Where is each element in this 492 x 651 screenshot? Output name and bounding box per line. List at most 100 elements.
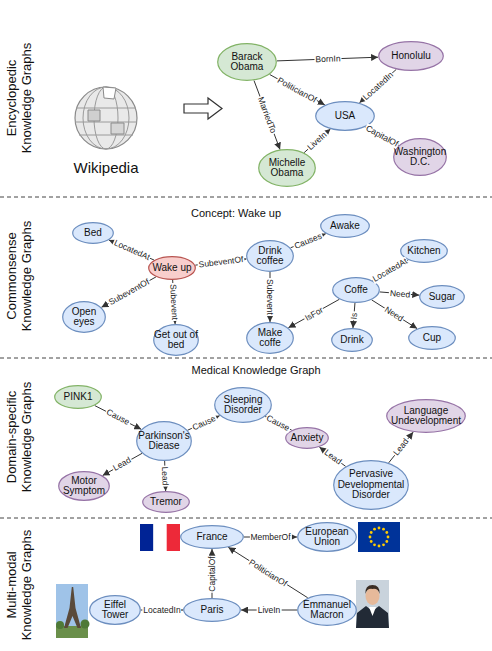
concept-node: Language Undevelopment xyxy=(386,399,466,433)
concept-node: Parkinson's Diease xyxy=(136,421,192,461)
relation-label: Need xyxy=(383,305,406,324)
concept-node: Make coffe xyxy=(246,322,294,354)
concept-node: Anxiety xyxy=(285,427,329,449)
wikipedia-globe xyxy=(75,87,137,149)
node-label: Sugar xyxy=(429,292,456,303)
relation-label: LocatedIn xyxy=(142,606,181,615)
node-label: Washington D.C. xyxy=(394,147,446,168)
node-ellipse xyxy=(379,42,444,71)
node-label: Tremor xyxy=(150,497,182,508)
node-body: Drink coffee xyxy=(247,246,293,267)
relation-arrow xyxy=(372,300,417,329)
relation-label: LocatedAt xyxy=(371,257,410,284)
relation-arrow xyxy=(103,453,142,475)
node-body: Coffe xyxy=(344,285,368,296)
relation-label: BornIn xyxy=(314,54,341,63)
node-ellipse xyxy=(149,257,196,280)
concept-node: Motor Symptom xyxy=(58,471,110,501)
section-label: Wikipedia xyxy=(56,159,156,176)
band-separators xyxy=(0,197,492,518)
relation-arrow xyxy=(254,80,280,149)
node-label: Emmanuel Macron xyxy=(298,600,356,621)
node-label: Sleeping Disorder xyxy=(215,395,271,416)
band-title: Encyclopedic Knowledge Graphs xyxy=(5,33,35,163)
node-label: Language Undevelopment xyxy=(387,406,465,427)
relation-label: Need xyxy=(388,288,411,298)
node-body: Cup xyxy=(423,333,441,344)
relation-label: MarriedTo xyxy=(256,95,278,135)
relation-label: Lead xyxy=(161,465,170,486)
eu-flag xyxy=(358,522,400,552)
photo-sky xyxy=(56,584,88,638)
photo-tree xyxy=(56,621,64,629)
node-ellipse xyxy=(298,523,357,552)
globe-meridian xyxy=(83,87,129,149)
relation-arrow xyxy=(101,277,155,307)
relation-label: MemberOf xyxy=(249,533,291,542)
relation-label: Is xyxy=(349,311,358,320)
concept-node: PINK1 xyxy=(54,385,102,409)
dashed-separator xyxy=(0,358,492,359)
photo-shirt xyxy=(369,607,376,616)
concept-node: Paris xyxy=(183,598,241,622)
node-body: Kitchen xyxy=(407,246,440,257)
node-body: Wake up xyxy=(152,263,191,274)
node-label: Make coffe xyxy=(247,328,293,349)
relation-label: LiveIn xyxy=(257,606,282,615)
node-label: Anxiety xyxy=(291,433,324,444)
concept-node: Tremor xyxy=(142,491,190,513)
relation-label: CapitalOf xyxy=(363,123,400,148)
concept-node: France xyxy=(180,525,244,549)
relation-arrow xyxy=(228,547,307,597)
node-ellipse xyxy=(286,428,329,449)
relation-arrow xyxy=(359,69,396,102)
node-ellipse xyxy=(184,599,241,622)
relation-label: Lead xyxy=(322,447,344,466)
node-label: European Union xyxy=(298,527,356,548)
band-title: Commonsense Knowledge Graphs xyxy=(5,211,35,341)
relation-arrow xyxy=(389,432,414,463)
node-body: Tremor xyxy=(150,497,182,508)
node-ellipse xyxy=(215,388,272,423)
node-body: Motor Symptom xyxy=(59,476,109,497)
dashed-separator xyxy=(0,197,492,198)
node-label: Eiffel Tower xyxy=(90,600,140,621)
node-ellipse xyxy=(55,386,102,409)
concept-node: Honolulu xyxy=(378,41,444,71)
globe-gap xyxy=(103,87,116,99)
node-ellipse xyxy=(298,595,357,626)
photo-suit xyxy=(356,606,389,628)
photo-background xyxy=(356,580,389,628)
node-ellipse xyxy=(137,422,192,461)
node-body: Open eyes xyxy=(63,307,105,328)
node-label: Awake xyxy=(330,221,360,232)
node-ellipse xyxy=(394,139,447,176)
node-label: Drink xyxy=(340,335,363,346)
globe-piece xyxy=(111,123,124,134)
node-ellipse xyxy=(73,223,114,244)
node-label: Barack Obama xyxy=(218,52,276,73)
node-label: France xyxy=(196,532,227,543)
relation-label: SubeventOf xyxy=(197,255,245,269)
concept-node: Michelle Obama xyxy=(258,149,316,187)
relation-label: LiveIn xyxy=(305,129,329,152)
node-ellipse xyxy=(334,461,409,510)
flag-stars xyxy=(369,527,390,548)
dashed-separator xyxy=(0,518,492,519)
node-label: Michelle Obama xyxy=(259,158,315,179)
node-body: Pervasive Developmental Disorder xyxy=(334,469,408,501)
node-body: Drink xyxy=(340,335,363,346)
node-label: Paris xyxy=(201,605,224,616)
relation-label: SubeventOf xyxy=(106,277,151,307)
relation-label: Cause xyxy=(104,408,132,428)
concept-node: Awake xyxy=(320,214,370,238)
node-body: Honolulu xyxy=(391,51,430,62)
globe-parallel xyxy=(79,135,133,136)
concept-node: Cup xyxy=(408,326,456,350)
concept-node: Drink coffee xyxy=(246,240,294,272)
node-label: Kitchen xyxy=(407,246,440,257)
node-label: Get out of bed xyxy=(154,330,198,351)
relation-label: Lead xyxy=(111,456,133,474)
